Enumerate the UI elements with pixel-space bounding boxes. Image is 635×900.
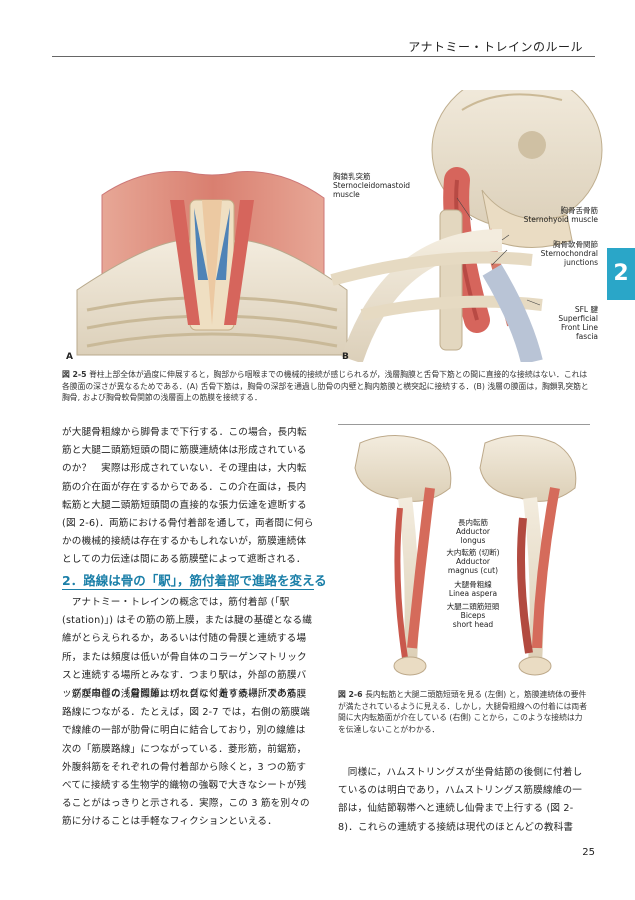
label-sfl-fascia: SFL 腱 Superficial Front Line fascia [558, 305, 598, 341]
label-sfl-ja: SFL 腱 [574, 305, 598, 314]
label-sternochondral-en1: Sternochondral [540, 249, 598, 258]
label-sternochondral-ja: 胸骨軟骨関節 [553, 240, 598, 249]
figure-2-6-top-rule [338, 424, 590, 425]
label-biceps-short-head: 大腿二頭筋短頭 Biceps short head [443, 602, 503, 629]
label-linea-aspera-en: Linea aspera [448, 589, 498, 598]
figure-2-5-caption: 図 2-5 脊柱上部全体が過度に伸展すると，胸部から咽喉までの機械的接続が感じら… [62, 369, 590, 404]
label-linea-aspera-ja: 大腿骨粗線 [454, 580, 492, 589]
section-heading: 2．路線は骨の「駅」，筋付着部で進路を変える [62, 573, 327, 588]
label-scm-en2: muscle [333, 190, 360, 199]
figure-2-6 [345, 428, 585, 678]
label-linea-aspera: 大腿骨粗線 Linea aspera [445, 580, 501, 598]
label-adductor-magnus: 大内転筋 (切断) Adductor magnus (cut) [440, 548, 506, 575]
figure-2-5: A B [62, 71, 612, 365]
label-adductor-magnus-en2: magnus (cut) [447, 566, 499, 575]
label-biceps-en2: short head [452, 620, 494, 629]
running-header-title: アナトミー・トレインのルール [408, 40, 583, 54]
label-sternochondral: 胸骨軟骨関節 Sternochondral junctions [541, 240, 598, 267]
label-scm-en1: Sternocleidomastoid [333, 181, 411, 190]
label-sternohyoid: 胸骨舌骨筋 Sternohyoid muscle [524, 206, 598, 224]
section-heading-rule [62, 589, 314, 590]
label-biceps-en1: Biceps [460, 611, 486, 620]
body-paragraph-4: 同様に，ハムストリングスが坐骨結節の後側に付着しているのは明白であり，ハムストリ… [338, 767, 583, 833]
body-paragraph-2: アナトミー・トレインの概念では，筋付着部 (「駅 (station)」) はその… [62, 597, 313, 700]
figure-2-5-illustration [76, 71, 603, 365]
label-sternohyoid-ja: 胸骨舌骨筋 [560, 206, 599, 215]
label-scm-ja: 胸鎖乳突筋 [333, 172, 371, 181]
figure-2-6-caption-text: 長内転筋と大腿二頭筋短頭を見る (左側) と，筋膜連続体の要件が満たされているよ… [338, 690, 588, 734]
body-paragraph-3: 筋膜単位の浅層線維は切れ目なく走り続け，次の筋膜路線につながる．たとえば，図 2… [62, 689, 311, 828]
label-sternohyoid-en: Sternohyoid muscle [523, 215, 598, 224]
page-header: アナトミー・トレインのルール [0, 0, 635, 60]
figure-2-6-caption-number: 図 2-6 [338, 690, 363, 699]
header-rule [52, 56, 595, 57]
left-hip-drawing [354, 435, 452, 676]
right-hip-drawing [479, 435, 577, 676]
page-number: 25 [582, 847, 595, 858]
figure-2-6-illustration [354, 435, 577, 676]
panel-a-letter: A [66, 352, 73, 362]
label-sfl-en1: Superficial [558, 314, 598, 323]
panel-b-letter: B [342, 352, 349, 362]
label-biceps-ja: 大腿二頭筋短頭 [446, 602, 500, 611]
panel-b-drawing [330, 71, 603, 365]
label-adductor-longus-en1: Adductor [455, 527, 490, 536]
chapter-tab: 2 [607, 248, 635, 300]
label-adductor-magnus-en1: Adductor [455, 557, 490, 566]
figure-2-5-caption-text: 脊柱上部全体が過度に伸展すると，胸部から咽喉までの機械的接続が感じられるが，浅層… [62, 370, 589, 402]
label-sternochondral-en2: junctions [564, 258, 598, 267]
label-adductor-longus-en2: longus [460, 536, 486, 545]
label-sternocleidomastoid: 胸鎖乳突筋 Sternocleidomastoid muscle [333, 172, 410, 199]
label-adductor-longus-ja: 長内転筋 [458, 518, 488, 527]
label-adductor-magnus-ja: 大内転筋 (切断) [446, 548, 500, 557]
body-paragraph-1: が大腿骨粗線から脚骨まで下行する．この場合，長内転筋と大腿二頭筋短頭の間に筋膜連… [62, 427, 314, 566]
figure-2-6-caption: 図 2-6 長内転筋と大腿二頭筋短頭を見る (左側) と，筋膜連続体の要件が満た… [338, 689, 590, 735]
panel-a-drawing [76, 171, 348, 356]
label-adductor-longus: 長内転筋 Adductor longus [453, 518, 493, 545]
label-sfl-en2: Front Line [561, 323, 598, 332]
figure-2-5-caption-number: 図 2-5 [62, 370, 87, 379]
label-sfl-en3: fascia [576, 332, 598, 341]
